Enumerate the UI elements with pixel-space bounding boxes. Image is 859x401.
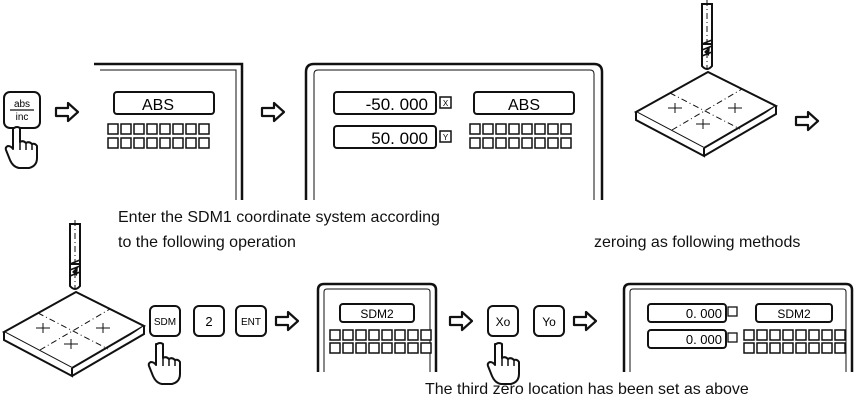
instruction-caption: Enter the SDM1 coordinate system accordi…: [118, 209, 440, 226]
arrow-right-icon: [448, 310, 474, 332]
keypad-row: [743, 342, 846, 354]
y-axis-tag: [727, 332, 738, 343]
arrow-right-icon: [54, 101, 80, 123]
zeroing-caption: zeroing as following methods: [594, 234, 801, 251]
arrow-right-icon: [572, 310, 598, 332]
y-axis-tag-label: Y: [443, 133, 449, 142]
x-zero-readout: 0. 000: [686, 306, 722, 321]
y-zero-key-label: Yo: [542, 315, 556, 329]
sdm-key[interactable]: SDM: [149, 305, 181, 337]
y-readout: 50. 000: [371, 129, 428, 148]
x-readout: -50. 000: [366, 95, 428, 114]
arrow-right-icon: [260, 101, 286, 123]
sdm-mode-display: SDM2: [777, 307, 811, 321]
ent-key[interactable]: ENT: [235, 305, 267, 337]
result-caption: The third zero location has been set as …: [425, 381, 749, 398]
sdm-mode-display: SDM2: [360, 307, 394, 321]
x-axis-tag-label: X: [443, 99, 449, 108]
y-axis-tag: [439, 130, 452, 143]
instruction-caption-line2: to the following operation: [118, 234, 296, 251]
ent-key-label: ENT: [241, 317, 261, 328]
keypad-row: [107, 137, 210, 149]
dro-console-readout: -50. 000 X 50. 000 Y ABS: [304, 62, 604, 200]
keypad-row: [107, 123, 210, 135]
arrow-right-icon: [274, 310, 300, 332]
x-zero-key[interactable]: Xo: [487, 305, 519, 337]
x-axis-tag: [439, 96, 452, 109]
abs-inc-key[interactable]: abs inc: [3, 91, 41, 129]
workpiece-with-endmill-icon: [635, 0, 777, 157]
x-axis-tag: [727, 306, 738, 317]
keypad-row: [329, 342, 432, 354]
hand-pointer-icon: [486, 342, 520, 385]
dro-console-sdm: SDM2: [316, 282, 438, 372]
dro-console-abs: ABS: [94, 62, 244, 200]
digit-key-label: 2: [205, 314, 212, 329]
y-zero-readout: 0. 000: [686, 332, 722, 347]
sdm-key-label: SDM: [154, 317, 176, 328]
abs-label: abs: [14, 99, 30, 110]
keypad-row: [743, 329, 846, 341]
x-zero-key-label: Xo: [496, 315, 511, 329]
keypad-row: [329, 329, 432, 341]
mode-display: ABS: [142, 97, 174, 114]
keypad-row: [469, 123, 572, 135]
keypad-row: [469, 137, 572, 149]
arrow-right-icon: [794, 110, 820, 132]
hand-pointer-icon: [4, 126, 38, 169]
dro-console-zeroed: 0. 000 0. 000 SDM2: [622, 282, 854, 372]
inc-label: inc: [16, 112, 29, 123]
mode-display: ABS: [508, 97, 540, 114]
y-zero-key[interactable]: Yo: [533, 305, 565, 337]
hand-pointer-icon: [147, 342, 181, 385]
digit-2-key[interactable]: 2: [193, 305, 225, 337]
